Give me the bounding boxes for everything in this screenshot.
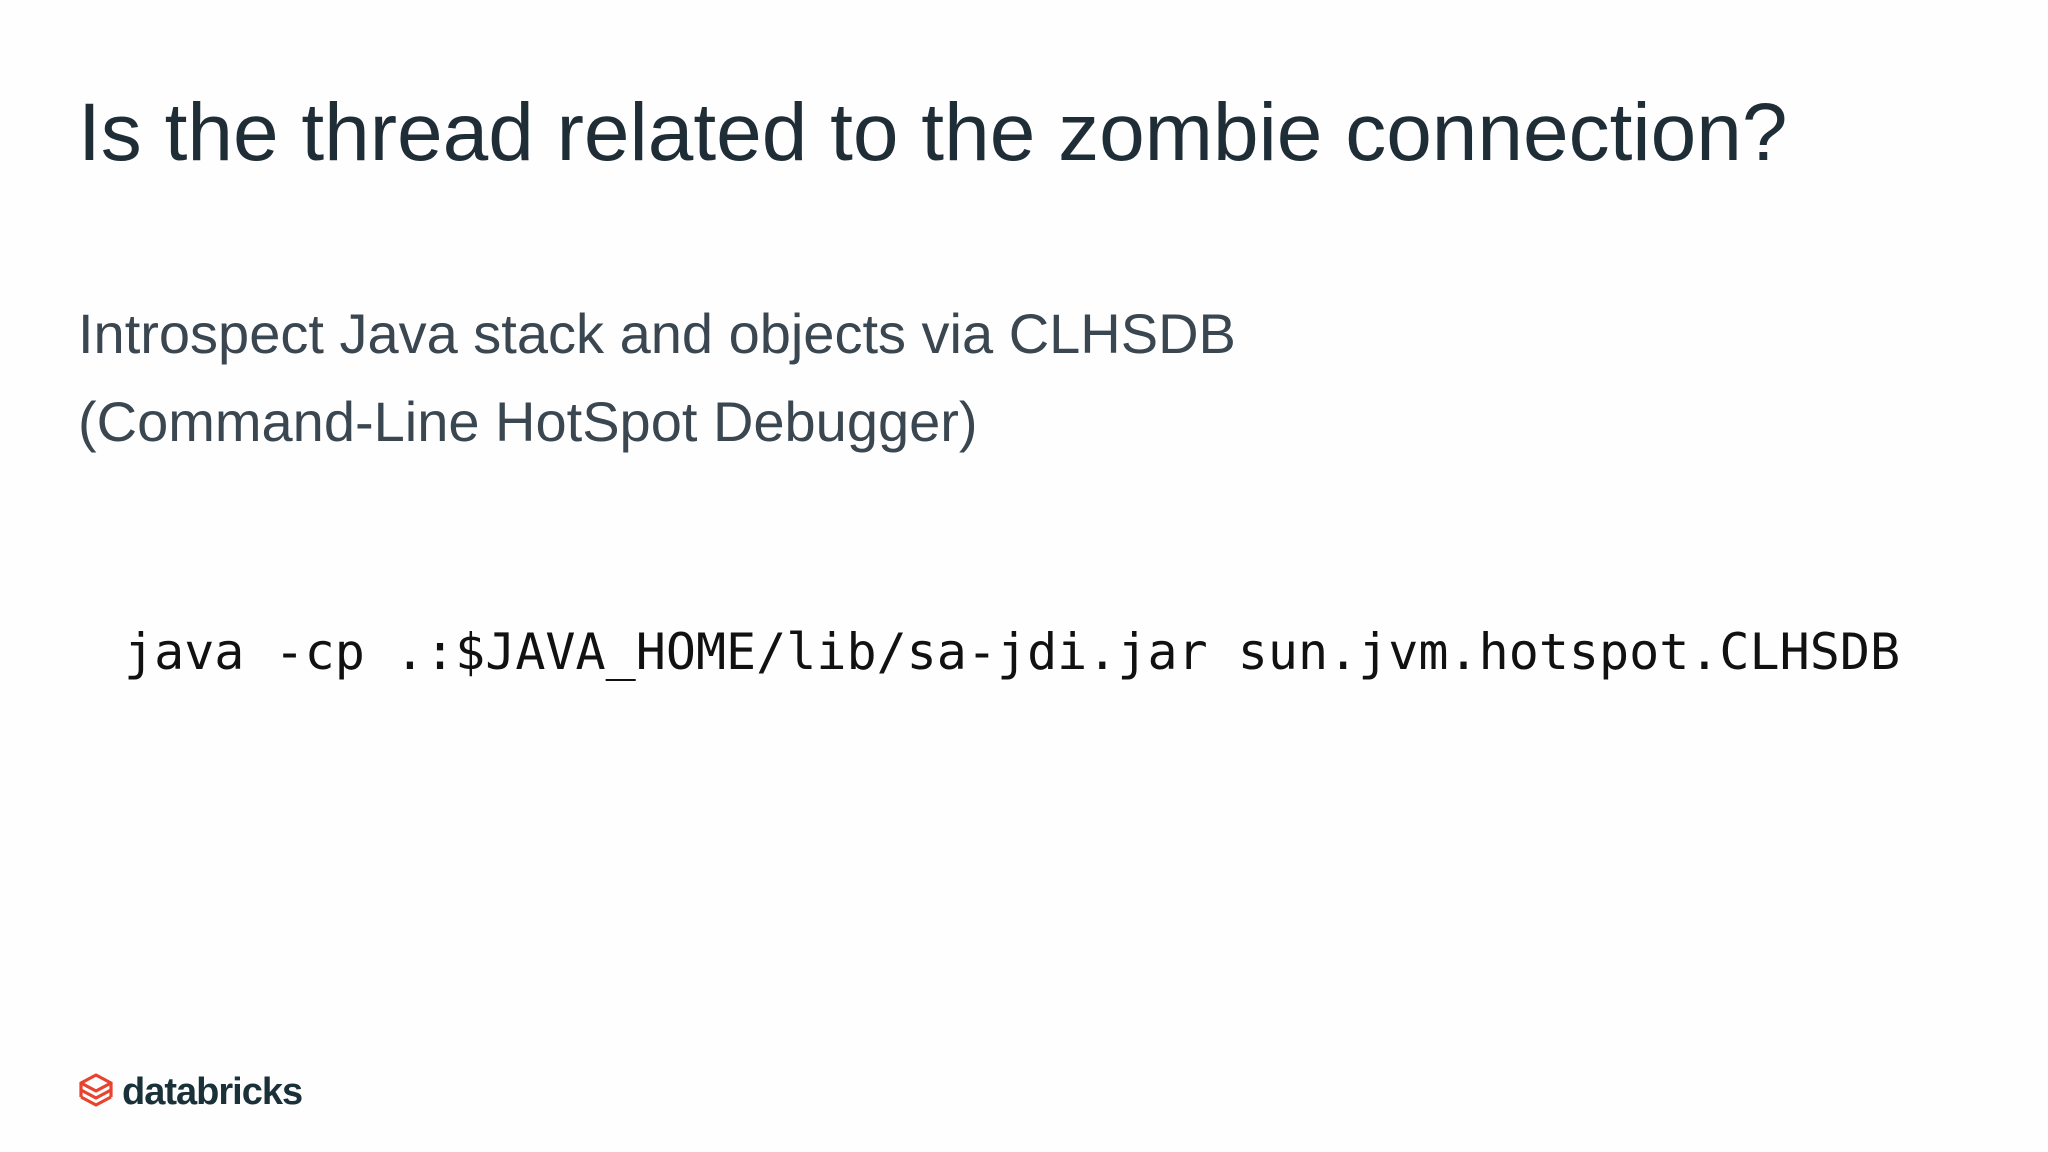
slide-subtitle: Introspect Java stack and objects via CL… bbox=[78, 290, 1236, 466]
brand-logo: databricks bbox=[78, 1070, 303, 1114]
subtitle-line-2: (Command-Line HotSpot Debugger) bbox=[78, 390, 978, 453]
command-code: java -cp .:$JAVA_HOME/lib/sa-jdi.jar sun… bbox=[124, 623, 1901, 681]
brand-name: databricks bbox=[122, 1071, 303, 1113]
slide-title: Is the thread related to the zombie conn… bbox=[78, 87, 1788, 178]
databricks-logo-icon bbox=[79, 1073, 113, 1107]
subtitle-line-1: Introspect Java stack and objects via CL… bbox=[78, 302, 1236, 365]
